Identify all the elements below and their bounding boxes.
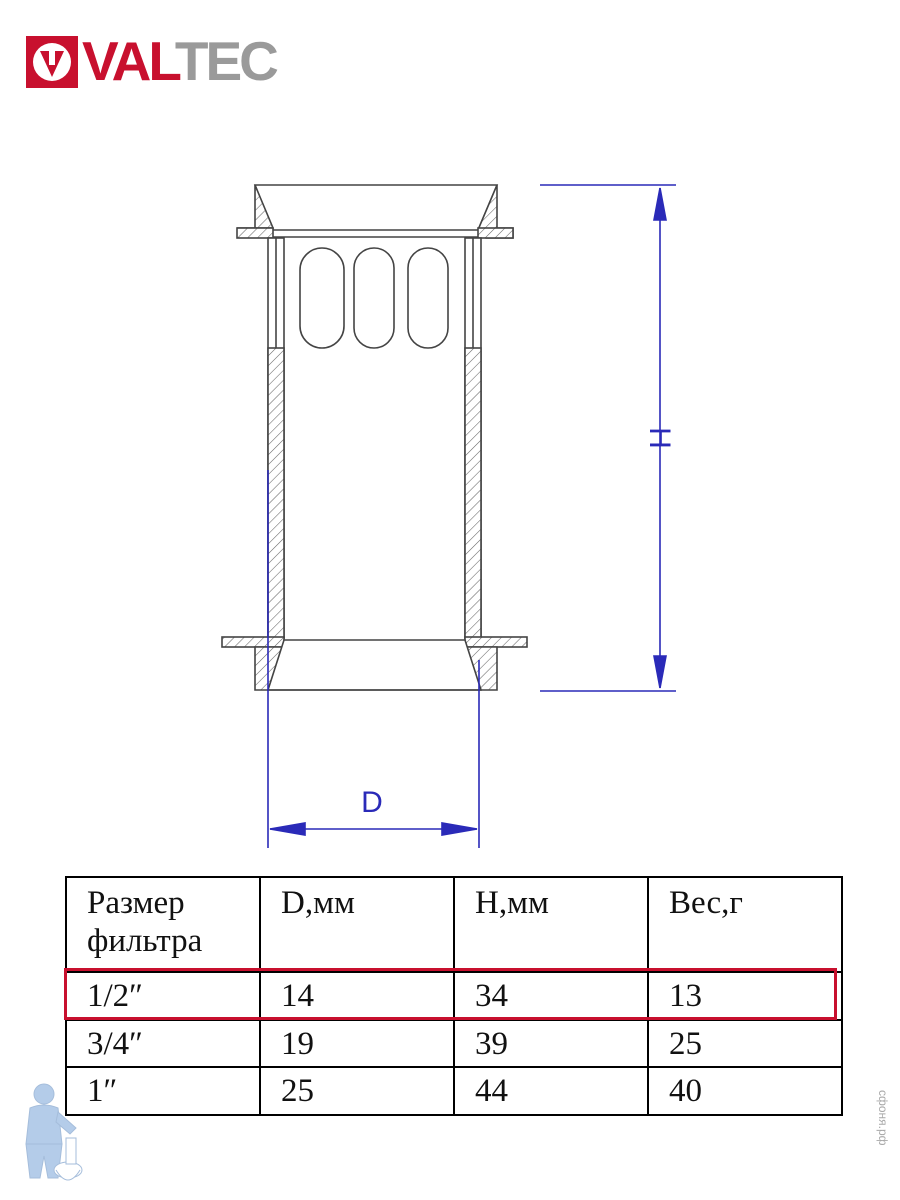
cell-d: 25 xyxy=(259,1066,455,1116)
table-row: 1″ 25 44 40 xyxy=(65,1066,843,1116)
plumber-mascot-icon xyxy=(25,1083,83,1181)
valve-shield-icon xyxy=(26,36,78,88)
header-weight: Вес,г xyxy=(647,875,843,974)
cell-size: 3/4″ xyxy=(65,1018,261,1069)
brand-wordmark-part1: VAL xyxy=(82,30,178,92)
table-header-row: Размер фильтра D,мм H,мм Вес,г xyxy=(65,875,843,974)
dimension-d xyxy=(267,470,480,848)
cell-h: 34 xyxy=(453,971,649,1021)
table-row: 3/4″ 19 39 25 xyxy=(65,1018,843,1069)
dimension-height-label: H xyxy=(643,427,676,449)
brand-wordmark-part2: TEC xyxy=(174,30,279,92)
filter-body xyxy=(221,184,528,691)
cell-h: 44 xyxy=(453,1066,649,1116)
cell-size: 1″ xyxy=(65,1066,261,1116)
cell-d: 19 xyxy=(259,1018,455,1069)
header-size: Размер фильтра xyxy=(65,875,261,974)
dimension-h xyxy=(540,184,676,692)
cell-d: 14 xyxy=(259,971,455,1021)
dimension-diameter-label: D xyxy=(361,786,383,819)
header-h: H,мм xyxy=(453,875,649,974)
cell-weight: 40 xyxy=(647,1066,843,1116)
cell-weight: 13 xyxy=(647,971,843,1021)
site-watermark: сфоня.рф xyxy=(876,1090,890,1146)
header-d: D,мм xyxy=(259,875,455,974)
cell-weight: 25 xyxy=(647,1018,843,1069)
table-row: 1/2″ 14 34 13 xyxy=(65,971,843,1021)
cell-size: 1/2″ xyxy=(65,971,261,1021)
cell-h: 39 xyxy=(453,1018,649,1069)
spec-table: Размер фильтра D,мм H,мм Вес,г 1/2″ 14 3… xyxy=(65,875,843,1116)
filter-drawing: H D xyxy=(221,184,676,848)
brand-logo: VALTEC xyxy=(26,30,326,92)
brand-wordmark: VALTEC xyxy=(82,30,279,92)
